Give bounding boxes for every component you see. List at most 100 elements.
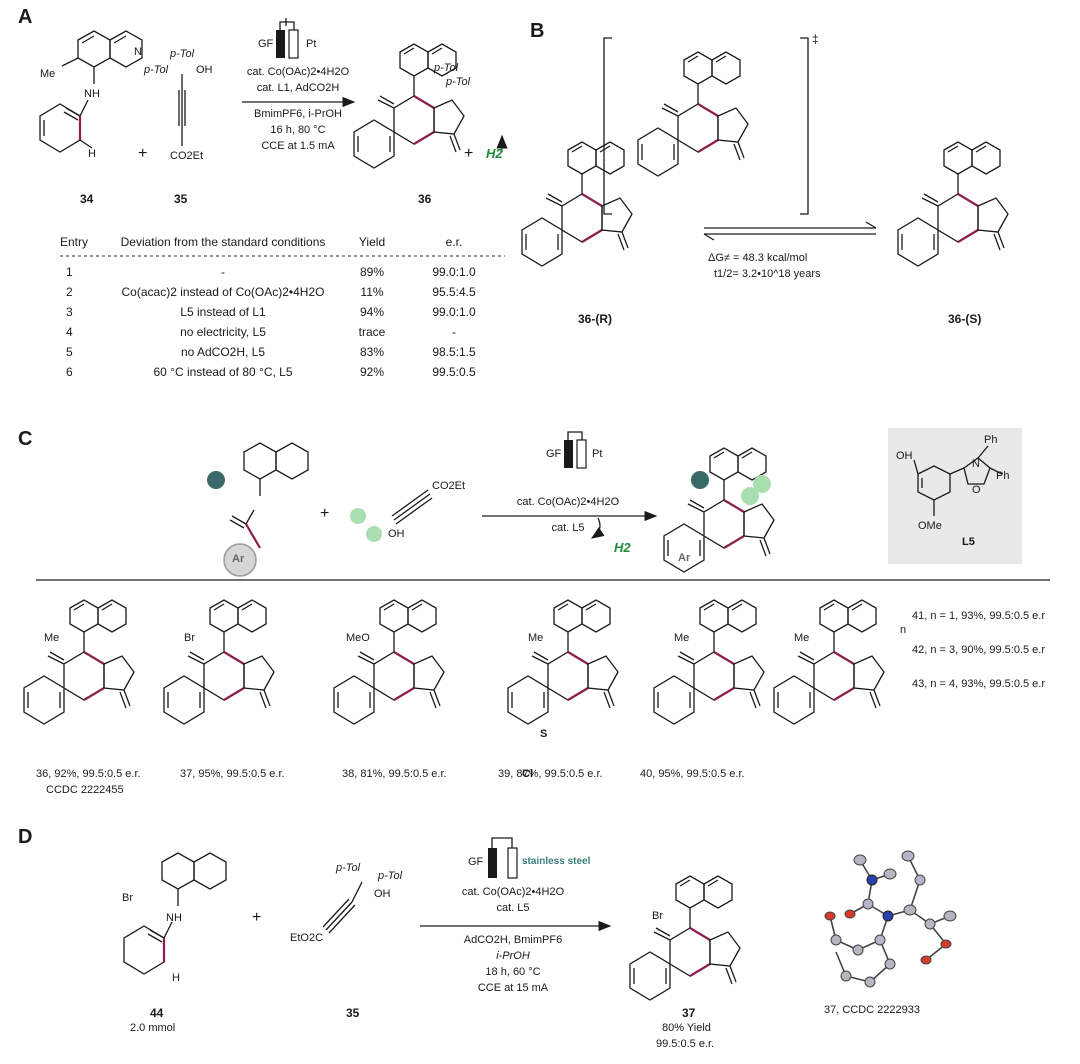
product-39-structure: [506, 598, 620, 726]
table-row: 3 L5 instead of L1 94% 99.0:1.0: [66, 305, 476, 319]
compound-34-structure: [39, 30, 143, 153]
l5-ome: OMe: [918, 520, 942, 532]
header-yield: Yield: [358, 235, 386, 249]
compound-36S-structure: [896, 140, 1010, 268]
label-h-44: H: [172, 972, 180, 984]
label-n-spiro: n: [900, 624, 907, 636]
cond-a-4: 16 h, 80 °C: [270, 124, 326, 136]
label-ptol-d2: p-Tol: [378, 870, 403, 882]
compound-44-structure: [123, 852, 227, 975]
ar-label-prod: Ar: [678, 552, 691, 564]
panel-letter-a: A: [18, 6, 33, 28]
compound-36-label: 36: [418, 192, 432, 206]
cond-a-3: BmimPF6, i-PrOH: [254, 108, 342, 120]
compound-35-structure: [178, 74, 186, 146]
cond-d-5: 18 h, 60 °C: [485, 966, 541, 978]
label-me: Me: [40, 68, 56, 80]
cond-c-1: cat. Co(OAc)2•4H2O: [516, 496, 620, 508]
l5-oh: OH: [896, 450, 913, 462]
conditions-table: Entry Deviation from the standard condit…: [60, 232, 506, 382]
product-36-structure: [22, 598, 136, 726]
compound-35-d-label: 35: [346, 1006, 360, 1020]
caption-36: 36, 92%, 99.5:0.5 e.r.: [36, 768, 141, 780]
label-nh: NH: [84, 88, 100, 100]
label-br-44: Br: [122, 892, 133, 904]
sub-37: Br: [184, 632, 195, 644]
label-ptol-d1: p-Tol: [336, 862, 361, 874]
l5-label: L5: [962, 536, 975, 548]
panel-letter-b: B: [530, 20, 545, 42]
label-eto2c: EtO2C: [290, 932, 324, 944]
dagger: ‡: [812, 32, 819, 46]
cell-d-cathode: stainless steel: [522, 856, 591, 867]
cell-c-anode: GF: [546, 448, 562, 460]
header-deviation: Deviation from the standard conditions: [120, 235, 326, 249]
label-cl: Cl: [522, 768, 533, 780]
plus-c: +: [320, 505, 330, 522]
amount-44: 2.0 mmol: [130, 1022, 176, 1034]
l5-n: N: [972, 458, 980, 470]
cond-a-2: cat. L1, AdCO2H: [256, 82, 340, 94]
compound-37-d-structure: [628, 874, 742, 1002]
cell-c-cathode: Pt: [592, 448, 603, 460]
sub-36: Me: [44, 632, 60, 644]
cond-a-5: CCE at 1.5 mA: [261, 140, 335, 152]
label-nh-44: NH: [166, 912, 182, 924]
xray-caption: 37, CCDC 2222933: [824, 1004, 921, 1016]
caption-41: 41, n = 1, 93%, 99.5:0.5 e.r: [912, 610, 1046, 622]
co2et-label-c: CO2Et: [432, 480, 466, 492]
plus-a-2: +: [464, 145, 474, 162]
caption-37: 37, 95%, 99.5:0.5 e.r.: [180, 768, 285, 780]
oh-label-c: OH: [388, 528, 405, 540]
label-s-thiophene: S: [540, 728, 548, 740]
label-oh-d: OH: [374, 888, 391, 900]
l5-o: O: [972, 484, 981, 496]
plus-a-1: +: [138, 145, 148, 162]
label-oh: OH: [196, 64, 213, 76]
compound-36R-label: 36-(R): [578, 312, 613, 326]
label-ptol-1: p-Tol: [170, 48, 195, 60]
er-37-d: 99.5:0.5 e.r.: [656, 1038, 715, 1050]
cell-a-anode: GF: [258, 38, 274, 50]
caption-42: 42, n = 3, 90%, 99.5:0.5 e.r: [912, 644, 1046, 656]
table-row: 6 60 °C instead of 80 °C, L5 92% 99.5:0.…: [66, 365, 476, 379]
compound-35-label: 35: [174, 192, 188, 206]
label-ptol-36b: p-Tol: [446, 76, 471, 88]
ligand-l5-box: OH N O Ph Ph OMe L5: [888, 428, 1022, 564]
ligand-l5-structure: [913, 445, 1003, 516]
h2-product-c: H2: [614, 540, 631, 555]
table-row: 4 no electricity, L5 trace -: [66, 325, 456, 339]
xray-atoms: [824, 850, 957, 988]
compound-35-d-structure: [322, 881, 363, 934]
label-br-37d: Br: [652, 910, 663, 922]
cond-d-4: i-PrOH: [496, 950, 530, 962]
plus-d: +: [252, 909, 262, 926]
label-co2et: CO2Et: [170, 150, 204, 162]
caption-38: 38, 81%, 99.5:0.5 e.r.: [342, 768, 447, 780]
caption-39: 39, 87%, 99.5:0.5 e.r.: [498, 768, 603, 780]
table-row: 1 - 89% 99.0:1.0: [66, 265, 476, 279]
ar-label-sm: Ar: [232, 553, 245, 565]
table-row: 2 Co(acac)2 instead of Co(OAc)2•4H2O 11%…: [66, 285, 476, 299]
product-40-structure: [652, 598, 766, 726]
sub-41-43: Me: [794, 632, 810, 644]
header-entry: Entry: [60, 235, 89, 249]
cond-a-1: cat. Co(OAc)2•4H2O: [246, 66, 350, 78]
sm-c-amide: [229, 442, 309, 549]
yield-37-d: 80% Yield: [662, 1022, 711, 1034]
cond-d-6: CCE at 15 mA: [477, 982, 549, 994]
sub-40: Me: [674, 632, 690, 644]
cell-c-drawing: [564, 431, 587, 469]
label-n-quinoline: N: [134, 46, 142, 58]
compound-37-d-label: 37: [682, 1006, 696, 1020]
cond-d-1: cat. Co(OAc)2•4H2O: [461, 886, 565, 898]
delta-g-label: ΔG≠ = 48.3 kcal/mol: [708, 252, 808, 264]
caption-40: 40, 95%, 99.5:0.5 e.r.: [640, 768, 745, 780]
caption-43: 43, n = 4, 93%, 99.5:0.5 e.r: [912, 678, 1046, 690]
cell-d-anode: GF: [468, 856, 484, 868]
panel-letter-c: C: [18, 428, 33, 450]
cond-c-2: cat. L5: [551, 522, 585, 534]
compound-34-label: 34: [80, 192, 94, 206]
l5-ph-1: Ph: [984, 434, 998, 446]
